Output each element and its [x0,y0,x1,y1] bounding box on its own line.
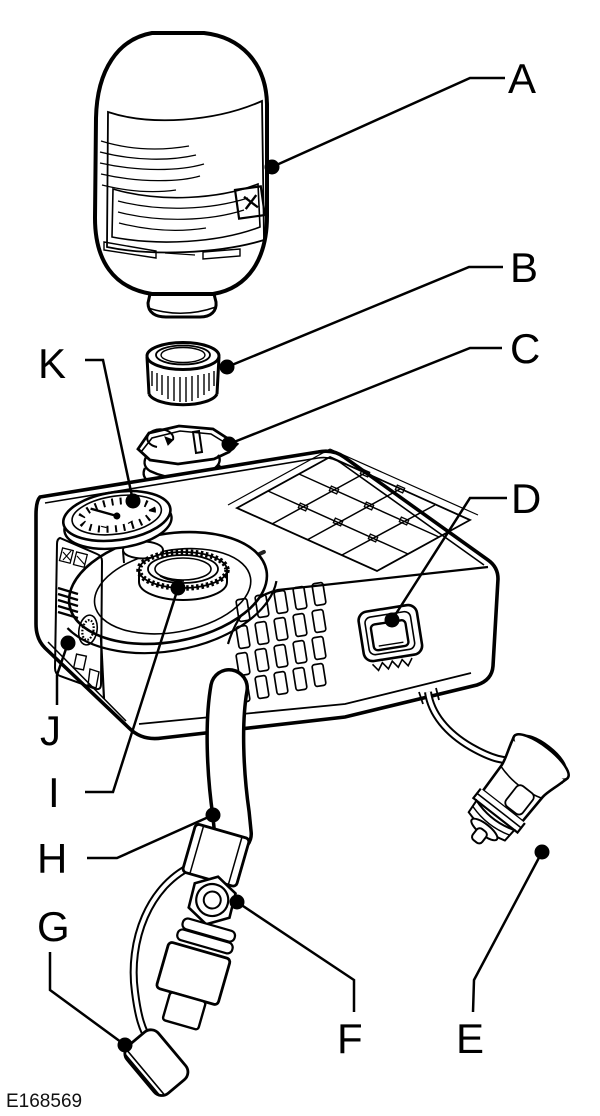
callout-label-H: H [37,835,67,882]
power-switch [357,603,424,672]
leader-F [229,894,356,1012]
callout-label-C: C [510,325,540,372]
inflation-hose [205,668,253,854]
vent-grille [235,581,327,704]
callout-label-J: J [40,707,61,754]
callout-label-I: I [48,769,60,816]
info-label-panel [53,536,104,691]
warning-x-icon: ✕ [233,185,267,220]
callout-label-K: K [38,340,66,387]
leader-I [85,580,186,794]
bottle-holder-well [66,530,278,655]
valve-cap [123,1028,190,1097]
leader-C [221,346,502,452]
warning-x-glyph: ✕ [239,188,263,219]
figure-code: E168569 [6,1091,82,1112]
callout-label-D: D [511,475,541,522]
leader-H [87,807,221,860]
callout-label-E: E [456,1015,484,1062]
top-grid-panel [227,448,479,573]
valve-cap-strap [129,860,198,1045]
callout-letters: A B C D E F G H I J K [37,55,541,1062]
callout-leaders [48,76,550,1053]
callout-label-G: G [37,903,70,950]
callout-label-B: B [510,244,538,291]
leader-G [48,952,133,1053]
gauge-needle [90,507,121,520]
leader-J [55,635,76,705]
callout-label-F: F [337,1015,363,1062]
valve-connector [155,823,251,1031]
bottle-cap-ring [145,341,221,407]
callout-label-A: A [508,55,536,102]
label-barcode [57,586,79,620]
plug-tip-nub [471,827,488,845]
leader-E [471,844,550,1013]
switch-grip-teeth [371,657,413,672]
sealant-bottle: ✕ [92,31,269,319]
leader-A [264,76,505,175]
leader-D [384,496,507,628]
leader-K [85,358,141,509]
valve-hex-nut [187,875,237,926]
power-plug-12v [467,733,570,845]
pressure-gauge [61,489,173,551]
power-cord [424,691,520,765]
leader-B [219,265,503,375]
